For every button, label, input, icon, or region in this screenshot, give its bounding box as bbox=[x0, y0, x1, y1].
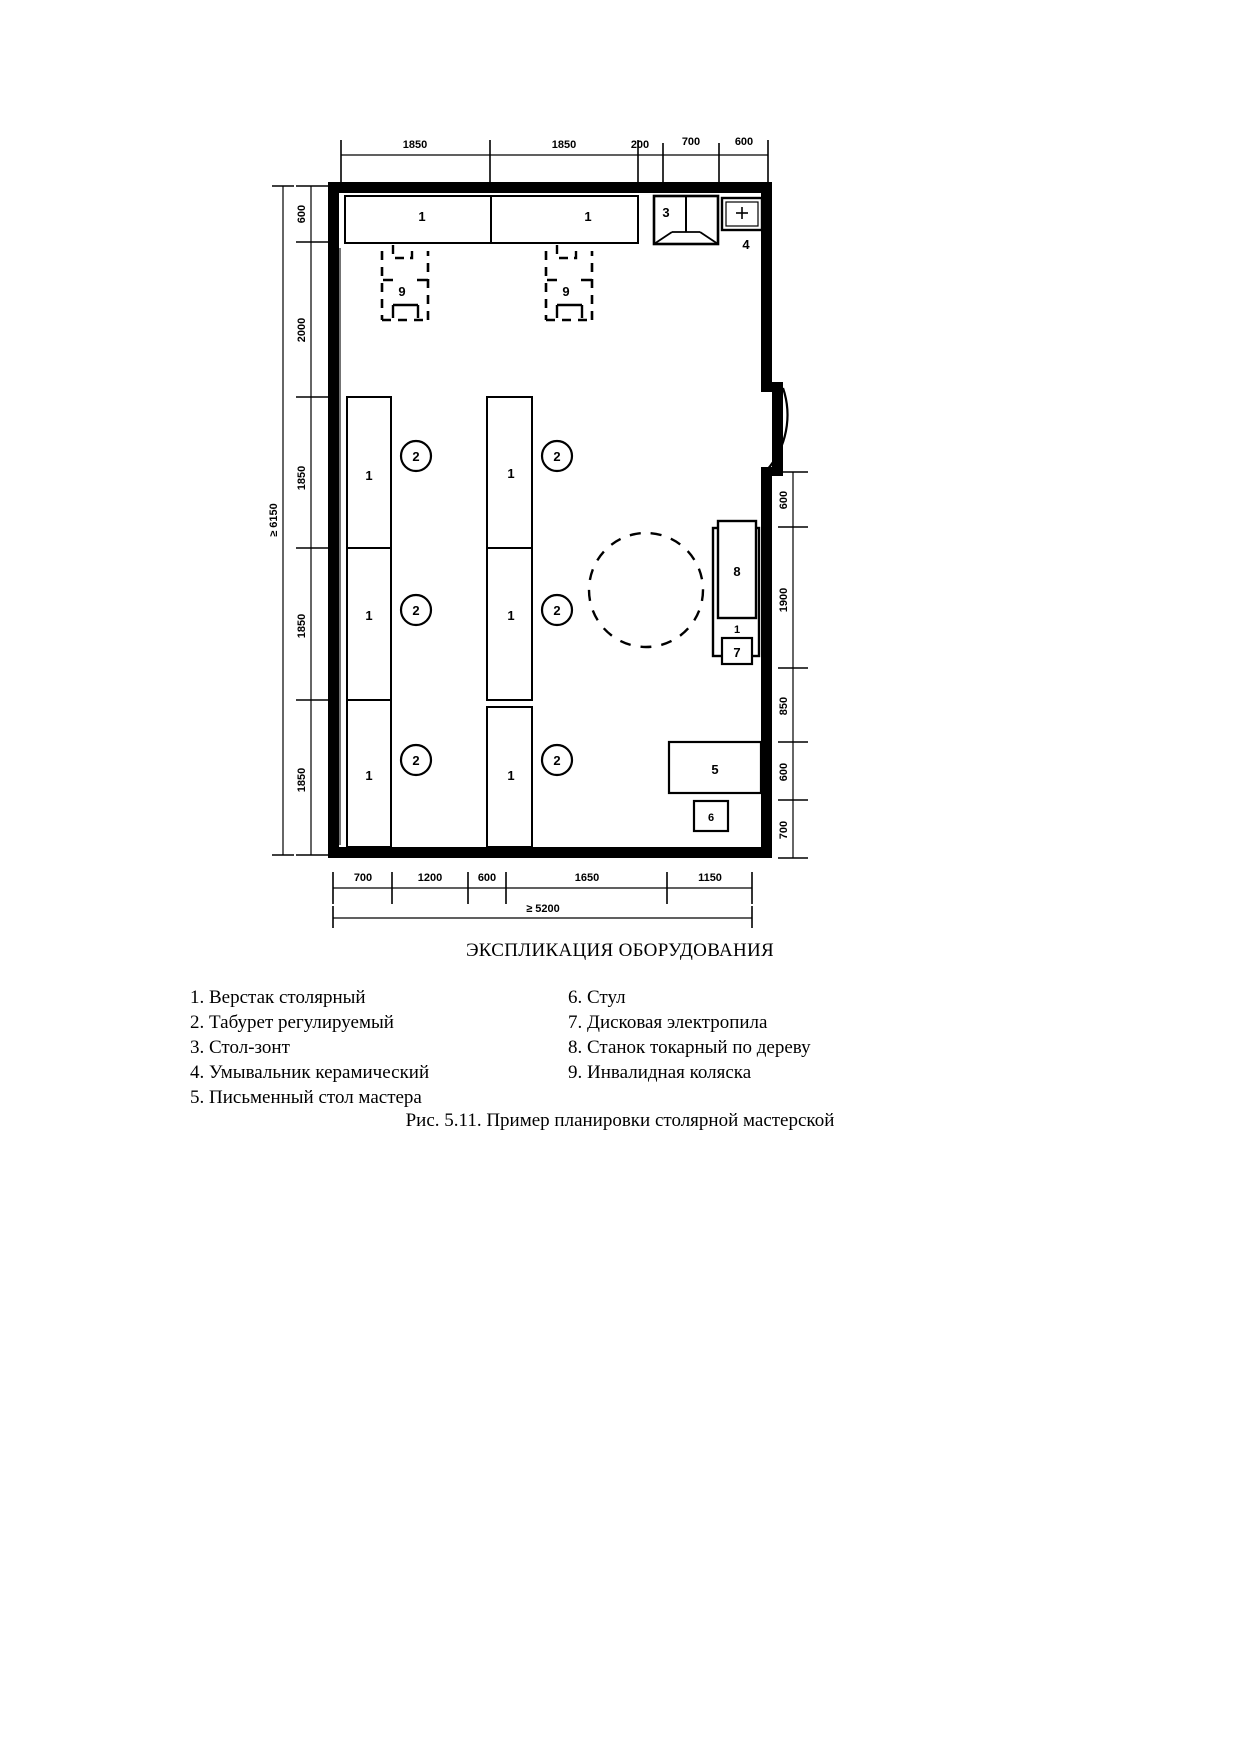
equipment-label-1: 1 bbox=[365, 468, 372, 483]
dim-left-1: 600 bbox=[296, 205, 308, 223]
stool-2-mid-c: 2 bbox=[540, 743, 574, 777]
wheelchair-9-left: 9 bbox=[380, 245, 430, 322]
stool-2-left-a: 2 bbox=[399, 439, 433, 473]
legend-item: 1. Верстак столярный bbox=[190, 987, 366, 1008]
dim-left-2: 2000 bbox=[296, 318, 308, 342]
wheelchair-9-right: 9 bbox=[544, 245, 594, 322]
equipment-label-2: 2 bbox=[412, 603, 419, 618]
dim-bottom-4: 1650 bbox=[575, 872, 599, 884]
washbasin-4: 4 bbox=[720, 196, 764, 252]
equipment-label-2: 2 bbox=[412, 449, 419, 464]
dim-left-4: 1850 bbox=[296, 614, 308, 638]
master-desk-5: 5 bbox=[667, 740, 763, 795]
dim-bottom-2: 1200 bbox=[418, 872, 442, 884]
dim-right-3: 850 bbox=[778, 697, 790, 715]
equipment-label-9: 9 bbox=[398, 284, 405, 299]
equipment-label-4: 4 bbox=[742, 237, 750, 252]
dim-top-1: 1850 bbox=[403, 139, 427, 151]
hood-table-3: 3 bbox=[652, 194, 720, 246]
dim-left-3: 1850 bbox=[296, 466, 308, 490]
workbench-col-left-3: 1 bbox=[346, 699, 392, 848]
floor-plan-drawing: 1850 1850 200 700 600 600 2000 1850 1850… bbox=[268, 136, 808, 928]
workbench-col-left-2: 1 bbox=[346, 547, 392, 701]
equipment-label-7: 7 bbox=[733, 645, 740, 660]
dim-left-overall: ≥ 6150 bbox=[268, 503, 280, 537]
floor-plan-svg: 1850 1850 200 700 600 600 2000 1850 1850… bbox=[268, 136, 808, 928]
figure-caption: Рис. 5.11. Пример планировки столярной м… bbox=[405, 1110, 835, 1131]
dim-bottom-overall: ≥ 5200 bbox=[526, 903, 560, 915]
equipment-label-1: 1 bbox=[365, 768, 372, 783]
dim-bottom-1: 700 bbox=[354, 872, 372, 884]
dim-right-2: 1900 bbox=[778, 588, 790, 612]
equipment-label-2: 2 bbox=[553, 603, 560, 618]
equipment-label-3: 3 bbox=[662, 205, 669, 220]
top-dimension-chain: 1850 1850 200 700 600 bbox=[340, 136, 769, 185]
right-dimension-chain: 600 1900 850 600 700 bbox=[778, 471, 808, 859]
left-window-glazing bbox=[331, 248, 341, 845]
workbench-col-mid-3: 1 bbox=[486, 706, 533, 848]
equipment-label-1: 1 bbox=[507, 608, 514, 623]
stool-2-mid-b: 2 bbox=[540, 593, 574, 627]
equipment-label-2: 2 bbox=[412, 753, 419, 768]
stool-2-left-b: 2 bbox=[399, 593, 433, 627]
equipment-label-2: 2 bbox=[553, 753, 560, 768]
legend-column-right: 6. Стул 7. Дисковая электропила 8. Стано… bbox=[568, 985, 811, 1085]
legend-item: 9. Инвалидная коляска bbox=[568, 1062, 752, 1083]
dim-top-2: 1850 bbox=[552, 139, 576, 151]
lathe-station-group: 8 1 7 bbox=[711, 519, 761, 666]
equipment-label-8: 8 bbox=[733, 564, 740, 579]
dim-top-4: 700 bbox=[682, 136, 700, 148]
equipment-label-6: 6 bbox=[708, 812, 714, 824]
left-dimension-chain: 600 2000 1850 1850 1850 ≥ 6150 bbox=[268, 185, 330, 856]
dim-right-1: 600 bbox=[778, 491, 790, 509]
dim-right-4: 600 bbox=[778, 763, 790, 781]
equipment-label-1: 1 bbox=[365, 608, 372, 623]
wheelchair-turning-circle bbox=[587, 531, 705, 649]
dim-bottom-3: 600 bbox=[478, 872, 496, 884]
dim-bottom-5: 1150 bbox=[698, 872, 722, 884]
dim-top-5: 600 bbox=[735, 136, 753, 148]
legend-title: ЭКСПЛИКАЦИЯ ОБОРУДОВАНИЯ bbox=[465, 940, 775, 961]
workbench-col-mid-2: 1 bbox=[486, 547, 533, 701]
equipment-label-9b: 9 bbox=[562, 284, 569, 299]
equipment-label-1: 1 bbox=[507, 466, 514, 481]
legend-item: 2. Табурет регулируемый bbox=[190, 1012, 394, 1033]
door-swing-icon bbox=[766, 387, 789, 471]
equipment-label-5: 5 bbox=[711, 762, 718, 777]
bottom-dimension-chain: 700 1200 600 1650 1150 ≥ 5200 bbox=[332, 872, 753, 928]
equipment-label-2: 2 bbox=[553, 449, 560, 464]
room-walls bbox=[328, 182, 783, 858]
workbench-top-right: 1 bbox=[490, 195, 639, 244]
legend-item: 5. Письменный стол мастера bbox=[190, 1087, 422, 1108]
stool-2-left-c: 2 bbox=[399, 743, 433, 777]
legend-item: 4. Умывальник керамический bbox=[190, 1062, 430, 1083]
equipment-label-1b: 1 bbox=[584, 209, 591, 224]
dim-right-5: 700 bbox=[778, 821, 790, 839]
legend-item: 3. Стол-зонт bbox=[190, 1037, 290, 1058]
legend-item: 7. Дисковая электропила bbox=[568, 1012, 768, 1033]
workbench-top-left: 1 bbox=[344, 195, 492, 244]
legend-item: 6. Стул bbox=[568, 987, 626, 1008]
dim-left-5: 1850 bbox=[296, 768, 308, 792]
equipment-label-1: 1 bbox=[507, 768, 514, 783]
workbench-col-mid-1: 1 bbox=[486, 396, 533, 549]
legend-item: 8. Станок токарный по дереву bbox=[568, 1037, 811, 1058]
stool-2-mid-a: 2 bbox=[540, 439, 574, 473]
legend-column-left: 1. Верстак столярный 2. Табурет регулиру… bbox=[190, 985, 429, 1110]
workbench-col-left-1: 1 bbox=[346, 396, 392, 549]
dim-top-3: 200 bbox=[631, 139, 649, 151]
equipment-label-1: 1 bbox=[734, 624, 740, 636]
equipment-label-1: 1 bbox=[418, 209, 425, 224]
chair-6: 6 bbox=[692, 799, 730, 833]
